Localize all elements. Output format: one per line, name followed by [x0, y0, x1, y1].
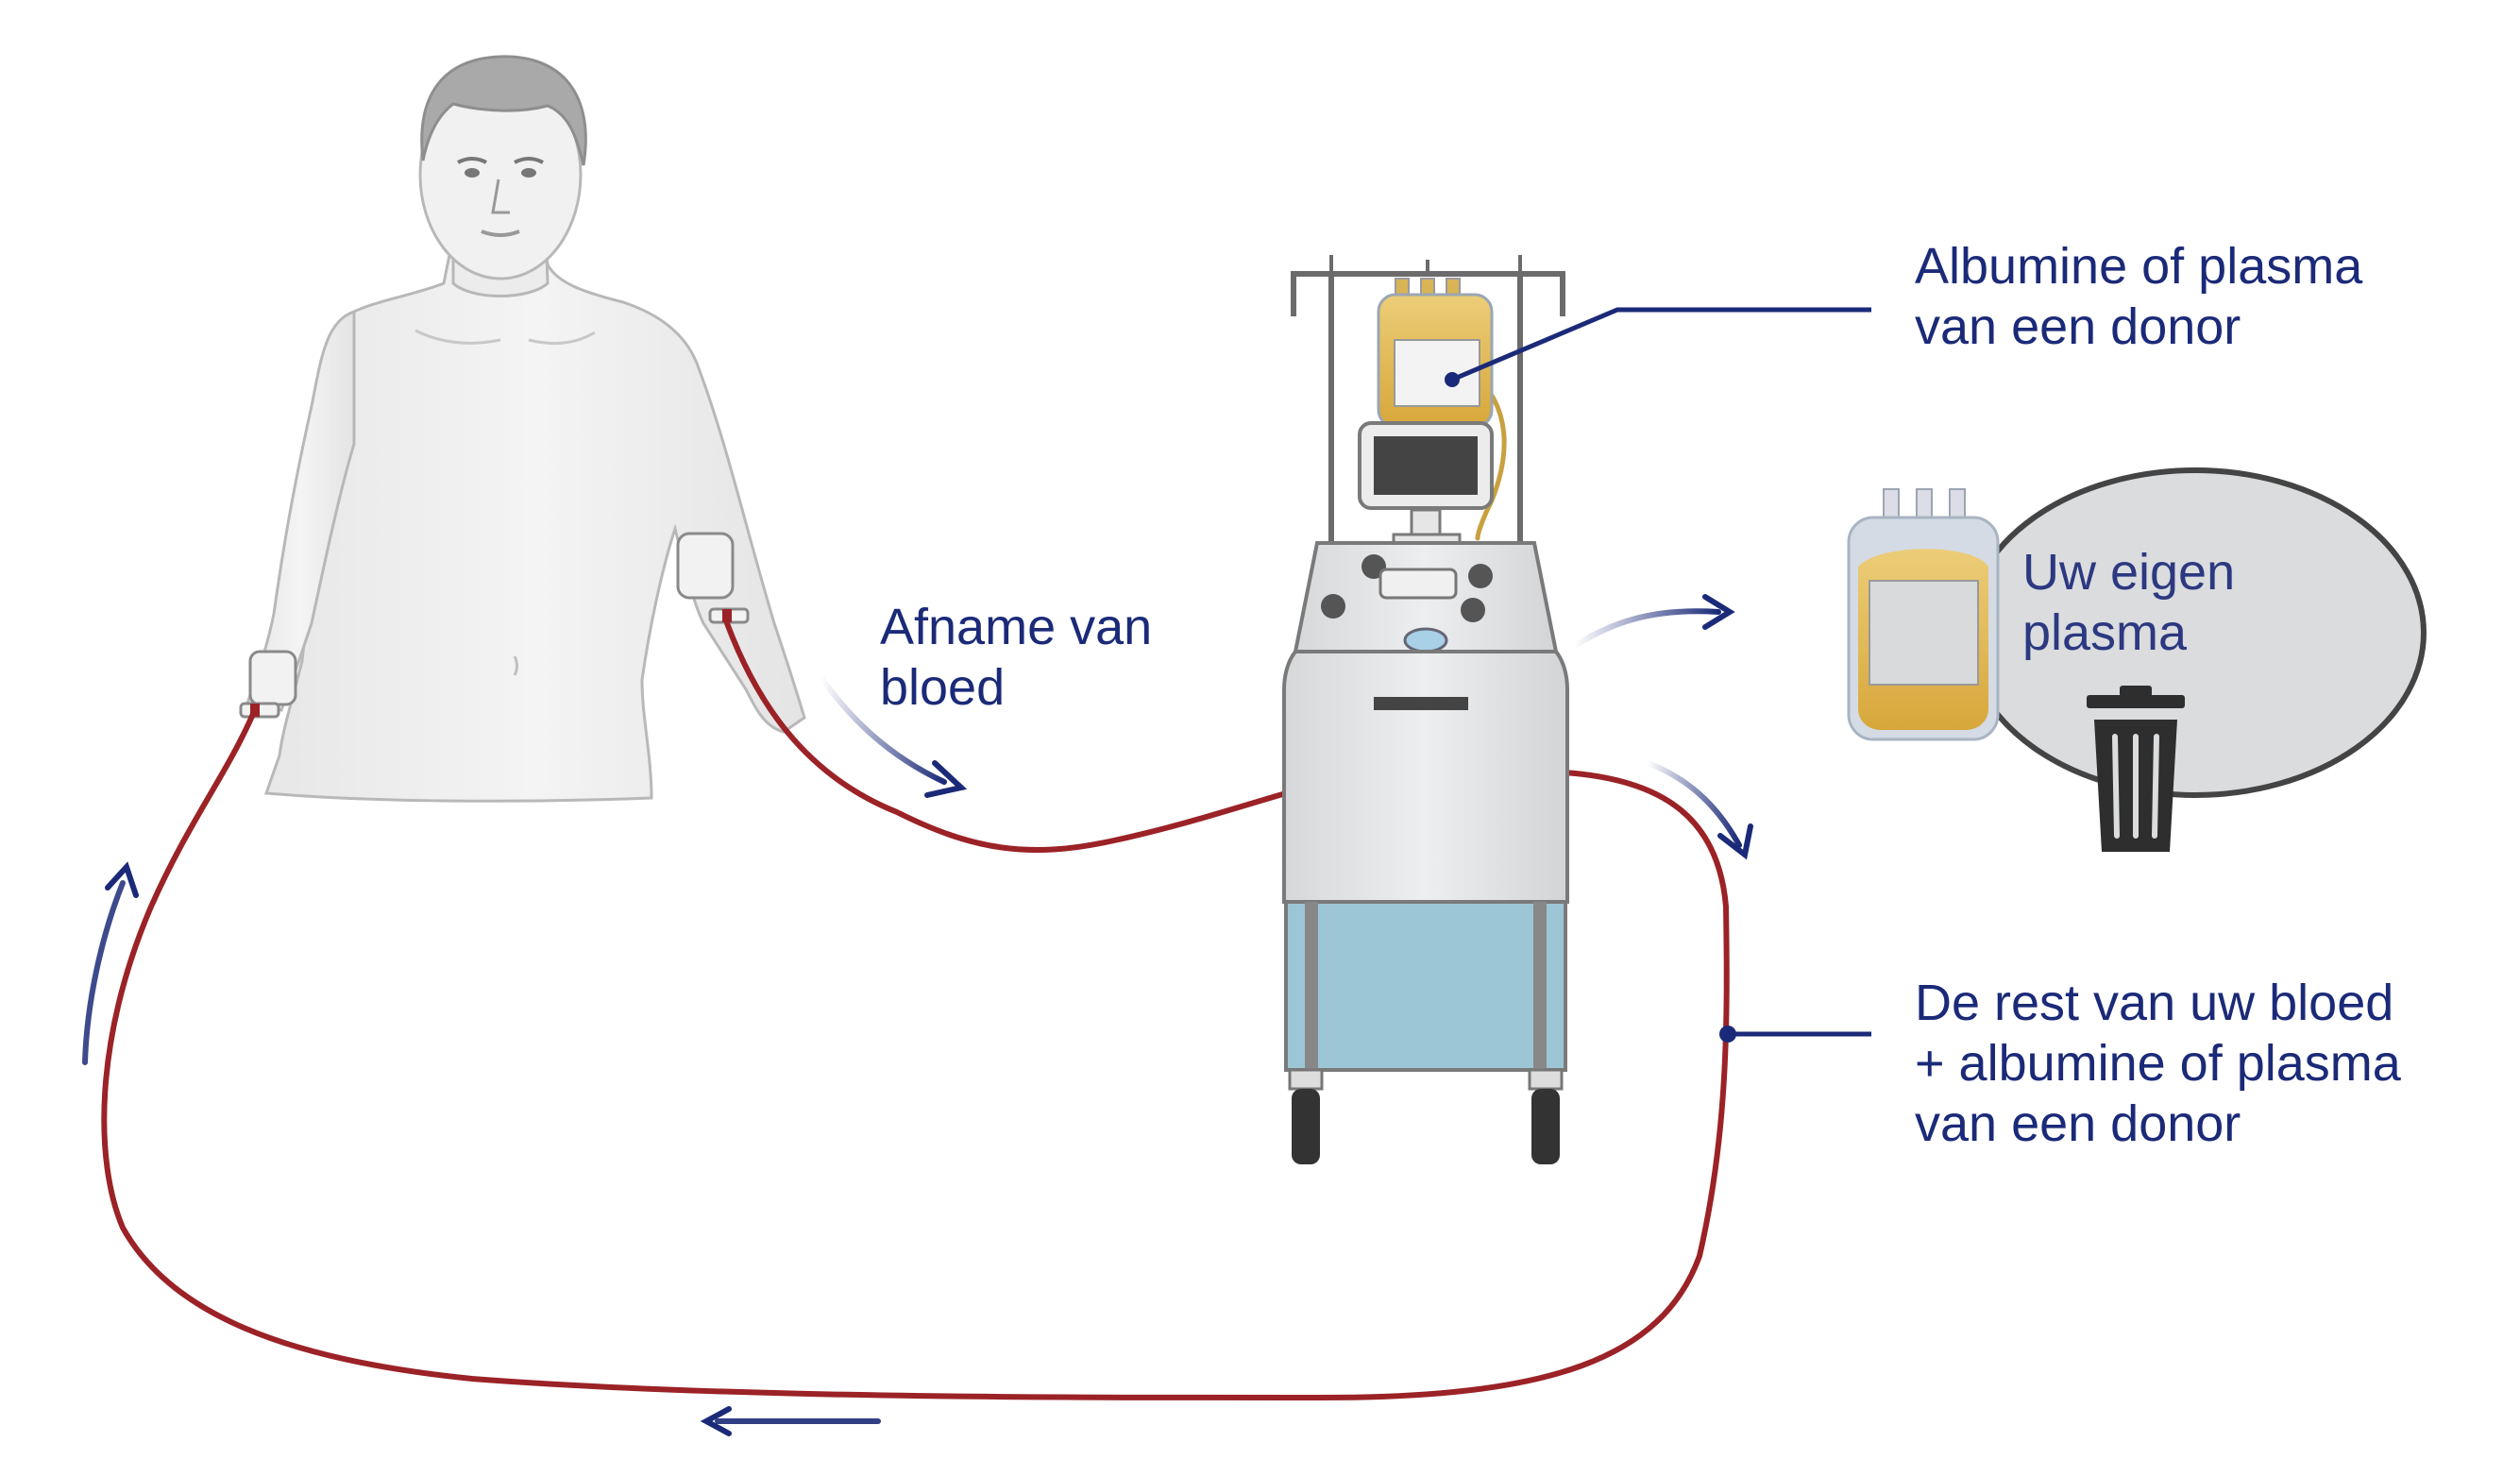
flow-arrow-icon — [700, 1406, 881, 1436]
patient-figure — [239, 55, 806, 803]
withdrawal-label-line-2: bloed — [880, 659, 1006, 716]
flow-arrow-icon — [1572, 594, 1735, 649]
own-plasma-bag-icon — [1847, 488, 2000, 741]
own-plasma-label: Uw eigen plasma — [2022, 542, 2235, 663]
flow-arrow-icon — [1645, 760, 1753, 860]
return-label-line-2: + albumine of plasma — [1915, 1035, 2401, 1092]
donor-plasma-label-line-2: van een donor — [1915, 298, 2241, 355]
donor-plasma-bag-icon — [1377, 278, 1494, 429]
flow-arrow-icon — [819, 675, 968, 798]
apheresis-machine — [1282, 255, 1569, 1164]
trash-bin-icon — [2087, 686, 2185, 852]
own-plasma-label-line-2: plasma — [2022, 604, 2188, 661]
withdrawal-label: Afname van bloed — [880, 597, 1152, 718]
return-label-line-3: van een donor — [1915, 1095, 2241, 1152]
own-plasma-bubble — [1847, 467, 2427, 852]
donor-plasma-label: Albumine of plasma van een donor — [1915, 236, 2362, 357]
withdrawal-label-line-1: Afname van — [880, 599, 1153, 655]
leader-lines — [1445, 307, 1871, 1043]
donor-plasma-label-line-1: Albumine of plasma — [1915, 238, 2363, 295]
flow-arrow-icon — [82, 861, 139, 1065]
withdrawal-tube — [724, 620, 1289, 853]
blood-tubes — [101, 370, 1730, 1401]
return-tube — [101, 711, 1730, 1401]
return-label: De rest van uw bloed + albumine of plasm… — [1915, 973, 2401, 1154]
return-label-line-1: De rest van uw bloed — [1915, 975, 2394, 1031]
own-plasma-label-line-1: Uw eigen — [2022, 544, 2236, 601]
flow-arrows — [82, 594, 1753, 1436]
